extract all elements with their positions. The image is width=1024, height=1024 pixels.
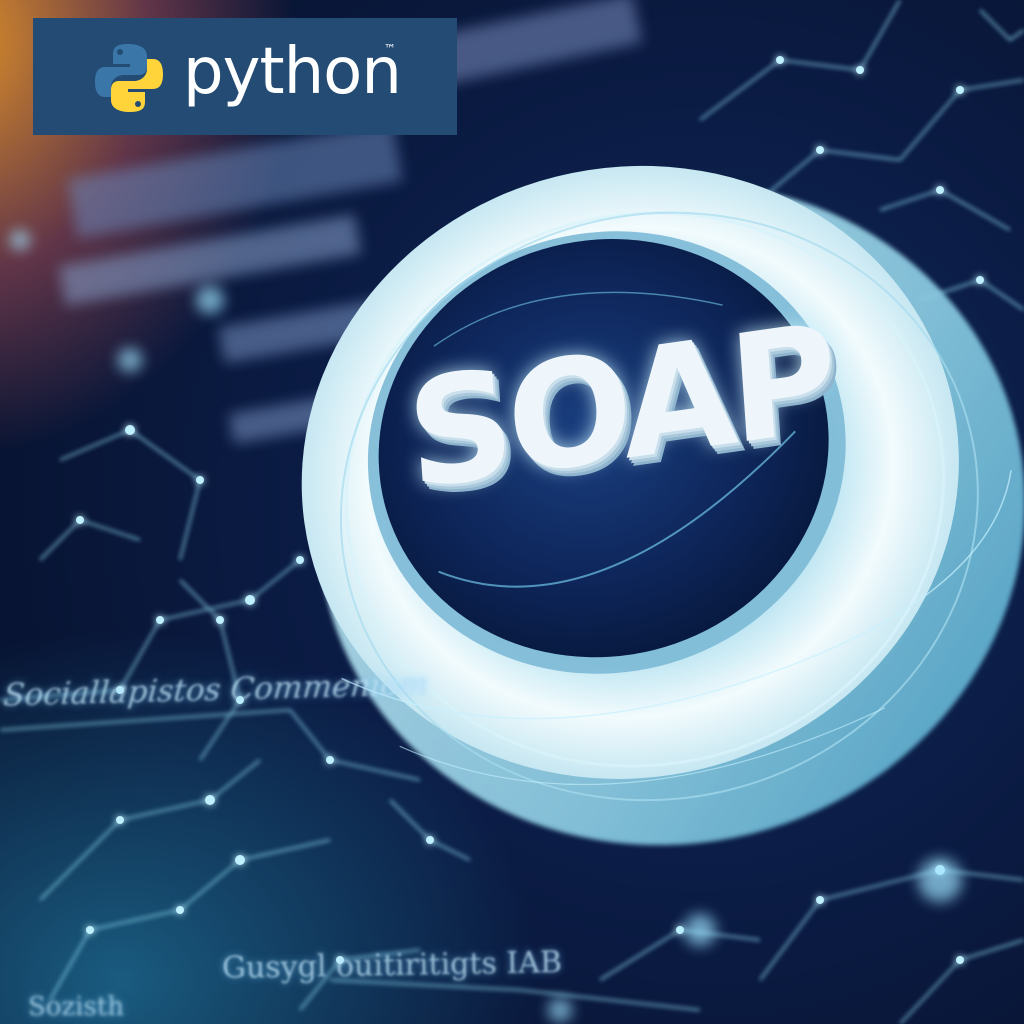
trademark-symbol: ™ [384, 42, 396, 56]
python-logo-banner: python ™ [33, 18, 457, 135]
soap-ring-button [301, 165, 1024, 846]
python-wordmark: python [183, 35, 402, 109]
python-snakes-icon [95, 44, 163, 112]
background-caption-3: Sozisth [28, 992, 125, 1022]
network-nodes [76, 56, 984, 964]
soap-label: SOAP [401, 291, 838, 523]
bokeh-lights [10, 230, 962, 1022]
